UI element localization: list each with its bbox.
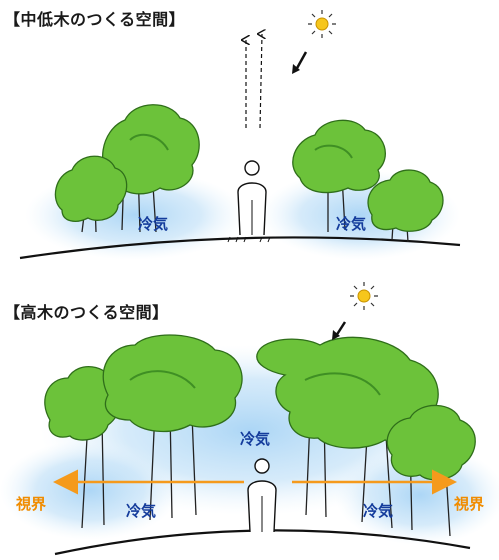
- heading-top: 【中低木のつくる空間】: [4, 10, 186, 29]
- tree-icon: [367, 169, 444, 243]
- view-label-right: 視界: [454, 495, 485, 513]
- cool-air-label-bottom-left: 冷気: [126, 502, 157, 520]
- tree-trunks: [81, 409, 451, 537]
- bottom-scene: [0, 282, 499, 556]
- cool-air-label-bottom-right: 冷気: [363, 502, 394, 520]
- sun-icon: [308, 10, 336, 38]
- sun-icon: [350, 282, 378, 310]
- person-icon: [227, 160, 271, 243]
- tree-icon: [292, 119, 386, 232]
- cool-air-label-top-right: 冷気: [336, 215, 367, 233]
- tree-icon: [54, 155, 128, 233]
- person-icon: [247, 458, 277, 533]
- heading-bottom: 【高木のつくる空間】: [4, 303, 169, 322]
- ground-line-top: [19, 236, 461, 260]
- top-scene: [19, 10, 461, 260]
- wind-arrow-icon: [260, 34, 262, 129]
- cool-air-label-top-left: 冷気: [138, 215, 169, 233]
- cool-air-mist-left-bottom: [0, 440, 180, 540]
- tree-icon: [102, 334, 243, 433]
- sunlight-arrow-icon: [294, 51, 308, 71]
- cool-air-label-center: 冷気: [240, 430, 271, 448]
- sunlight-arrow-icon: [334, 321, 347, 337]
- tree-icon: [256, 336, 439, 449]
- tree-icon: [386, 404, 476, 481]
- view-label-left: 視界: [16, 495, 47, 513]
